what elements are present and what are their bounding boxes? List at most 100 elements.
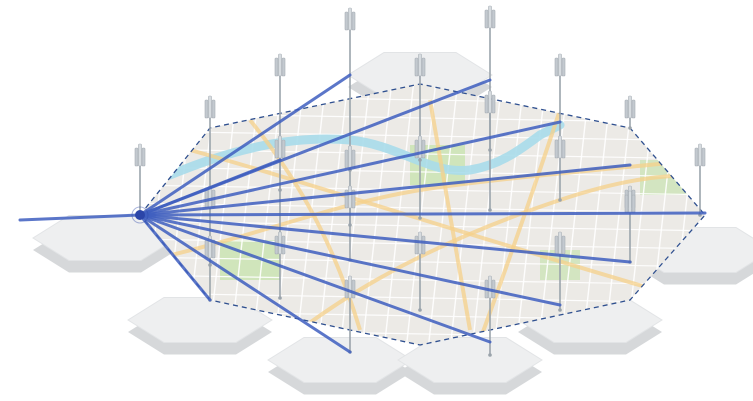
antenna-panel [491, 9, 496, 29]
cell-tower-icon [554, 53, 566, 142]
signal-beam [138, 213, 632, 264]
main-road [478, 109, 562, 341]
antenna-panel [274, 57, 279, 77]
transmitter-halo [131, 206, 149, 224]
antenna-panel [488, 5, 492, 29]
antenna-panel [281, 139, 286, 159]
main-road [298, 173, 701, 332]
antenna-panel [204, 239, 209, 259]
signal-beam [138, 213, 492, 344]
antenna-panel [624, 194, 629, 214]
antenna-panel [351, 11, 356, 31]
antenna-panel [554, 235, 559, 255]
antenna-panel [698, 143, 702, 167]
antenna-panel [488, 275, 492, 299]
signal-beam [18, 213, 142, 222]
street-line [559, 84, 591, 345]
antenna-panel [134, 147, 139, 167]
cell-tower-icon [484, 90, 496, 212]
tower-base [558, 308, 562, 312]
antenna-panel [278, 231, 282, 255]
antenna-panel [561, 139, 566, 159]
signal-beam [138, 213, 352, 354]
antenna-panel [348, 275, 352, 299]
antenna-panel [561, 57, 566, 77]
street-line [140, 274, 705, 286]
antenna-panel [628, 95, 632, 119]
antenna-panel [138, 143, 142, 167]
transmitter-node-icon [135, 210, 145, 220]
antenna-panel [204, 99, 209, 119]
antenna-panel [561, 235, 566, 255]
street-line [140, 130, 705, 142]
tower-base [278, 296, 282, 300]
antenna-panel [414, 57, 419, 77]
cell-tower-icon [624, 95, 636, 130]
cell-tower-icon [554, 135, 566, 202]
antenna-panel [484, 94, 489, 114]
river-path [165, 120, 565, 180]
antenna-panel [484, 9, 489, 29]
antenna-panel [348, 185, 352, 209]
antenna-panel [344, 11, 349, 31]
street-line [581, 84, 613, 345]
antenna-panel [558, 231, 562, 255]
antenna-panel [628, 190, 632, 214]
antenna-panel [211, 99, 216, 119]
antenna-panel [631, 99, 636, 119]
antenna-panel [278, 135, 282, 159]
antenna-panel [351, 149, 356, 169]
cell-tower-icon [694, 143, 706, 217]
antenna-panel [208, 95, 212, 119]
antenna-panel [141, 147, 146, 167]
tower-base [418, 308, 422, 312]
antenna-panel [418, 53, 422, 77]
antenna-panel [421, 139, 426, 159]
tower-base [418, 216, 422, 220]
antenna-panel [344, 149, 349, 169]
signal-beam [138, 213, 562, 307]
antenna-panel [491, 94, 496, 114]
antenna-panel [488, 90, 492, 114]
antenna-panel [558, 135, 562, 159]
antenna-panel [624, 99, 629, 119]
tile-top [397, 336, 543, 384]
antenna-panel [351, 279, 356, 299]
antenna-panel [414, 235, 419, 255]
main-road [428, 99, 472, 331]
antenna-panel [348, 7, 352, 31]
antenna-panel [211, 239, 216, 259]
signal-beam [138, 73, 352, 217]
street-line [140, 166, 705, 178]
signal-beam [138, 158, 282, 217]
antenna-panel [348, 145, 352, 169]
signal-beam [138, 163, 632, 217]
tower-base [628, 126, 632, 130]
tower-base [488, 353, 492, 357]
antenna-panel [421, 57, 426, 77]
cell-tower-icon [134, 143, 146, 217]
cell-tower-icon [274, 231, 286, 300]
tile-top [267, 336, 413, 384]
signal-beam [138, 211, 707, 217]
tower-base [488, 208, 492, 212]
antenna-panel [278, 53, 282, 77]
antenna-panel [554, 139, 559, 159]
antenna-panel [421, 235, 426, 255]
cell-tower-icon [204, 95, 216, 202]
main-road [189, 148, 691, 302]
tower-base [558, 198, 562, 202]
antenna-panel [274, 139, 279, 159]
antenna-panel [701, 147, 706, 167]
antenna-panel [281, 57, 286, 77]
antenna-panel [558, 53, 562, 77]
signal-beam [138, 213, 212, 302]
antenna-panel [554, 57, 559, 77]
antenna-panel [694, 147, 699, 167]
transmitter-hub [131, 206, 149, 224]
signal-beam [138, 120, 562, 217]
cell-tower-icon [484, 275, 496, 357]
signal-beams [18, 73, 707, 354]
